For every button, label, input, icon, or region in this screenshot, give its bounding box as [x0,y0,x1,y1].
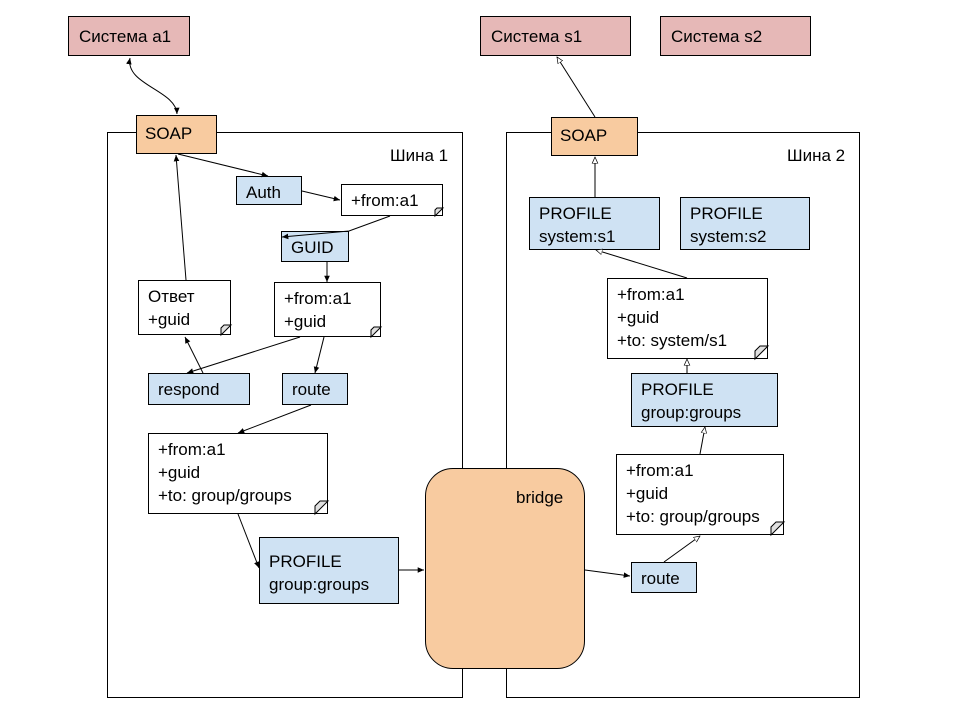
bus-1-profile-groups[interactable]: PROFILE group:groups [259,537,399,604]
bus-1-message-from: +from:a1 [341,184,443,216]
bridge[interactable] [425,468,585,669]
bus-1-reply-message: Ответ +guid [138,280,231,335]
connector-route-message-2 [663,536,700,563]
bus-2-message-to-group: +from:a1 +guid +to: group/groups [616,454,784,535]
note-corner [770,521,786,537]
connector-message-route [313,336,325,374]
note-corner [434,207,445,218]
connector-message-guid [281,215,391,240]
connector-route-message [237,404,312,434]
note-corner [314,500,330,516]
bus-1-container [107,132,463,698]
bus-2-container [506,132,860,698]
bus-1-respond[interactable]: respond [148,373,250,405]
connector-message-profile-s1 [596,250,688,279]
connector-soap-system-s1 [557,57,596,118]
bus-1-soap[interactable]: SOAP [136,115,217,154]
note-corner [370,326,383,339]
connector-bridge-route [584,569,631,578]
bus-2-profile-s2[interactable]: PROFILE system:s2 [680,197,810,250]
system-s2[interactable]: Система s2 [660,16,811,56]
connector-message-profile [237,513,260,569]
connector-respond-reply [184,336,204,374]
bus-1-message-to-group: +from:a1 +guid +to: group/groups [148,433,328,514]
connector-message-respond [186,336,301,374]
bus-1-label: Шина 1 [390,146,449,165]
connector-message-profile-groups [699,427,705,455]
connector-system-a1-soap [126,57,180,115]
system-s1[interactable]: Система s1 [480,16,631,56]
note-corner [754,345,770,361]
bus-1-auth[interactable]: Auth [236,176,302,205]
bus-2-route[interactable]: route [631,562,697,593]
connector-auth-message [301,190,341,202]
connector-soap-auth [177,153,269,178]
note-corner [220,324,233,337]
bus-1-message-guid: +from:a1 +guid [274,282,381,337]
bus-1-route[interactable]: route [282,373,348,405]
bus-2-profile-s1[interactable]: PROFILE system:s1 [529,197,660,250]
bus-2-label: Шина 2 [787,146,846,165]
bus-2-profile-groups[interactable]: PROFILE group:groups [631,373,778,427]
connector-reply-soap [173,154,187,281]
bus-2-soap[interactable]: SOAP [551,117,638,156]
bridge-label: bridge [516,488,564,507]
system-a1[interactable]: Система a1 [68,16,190,56]
